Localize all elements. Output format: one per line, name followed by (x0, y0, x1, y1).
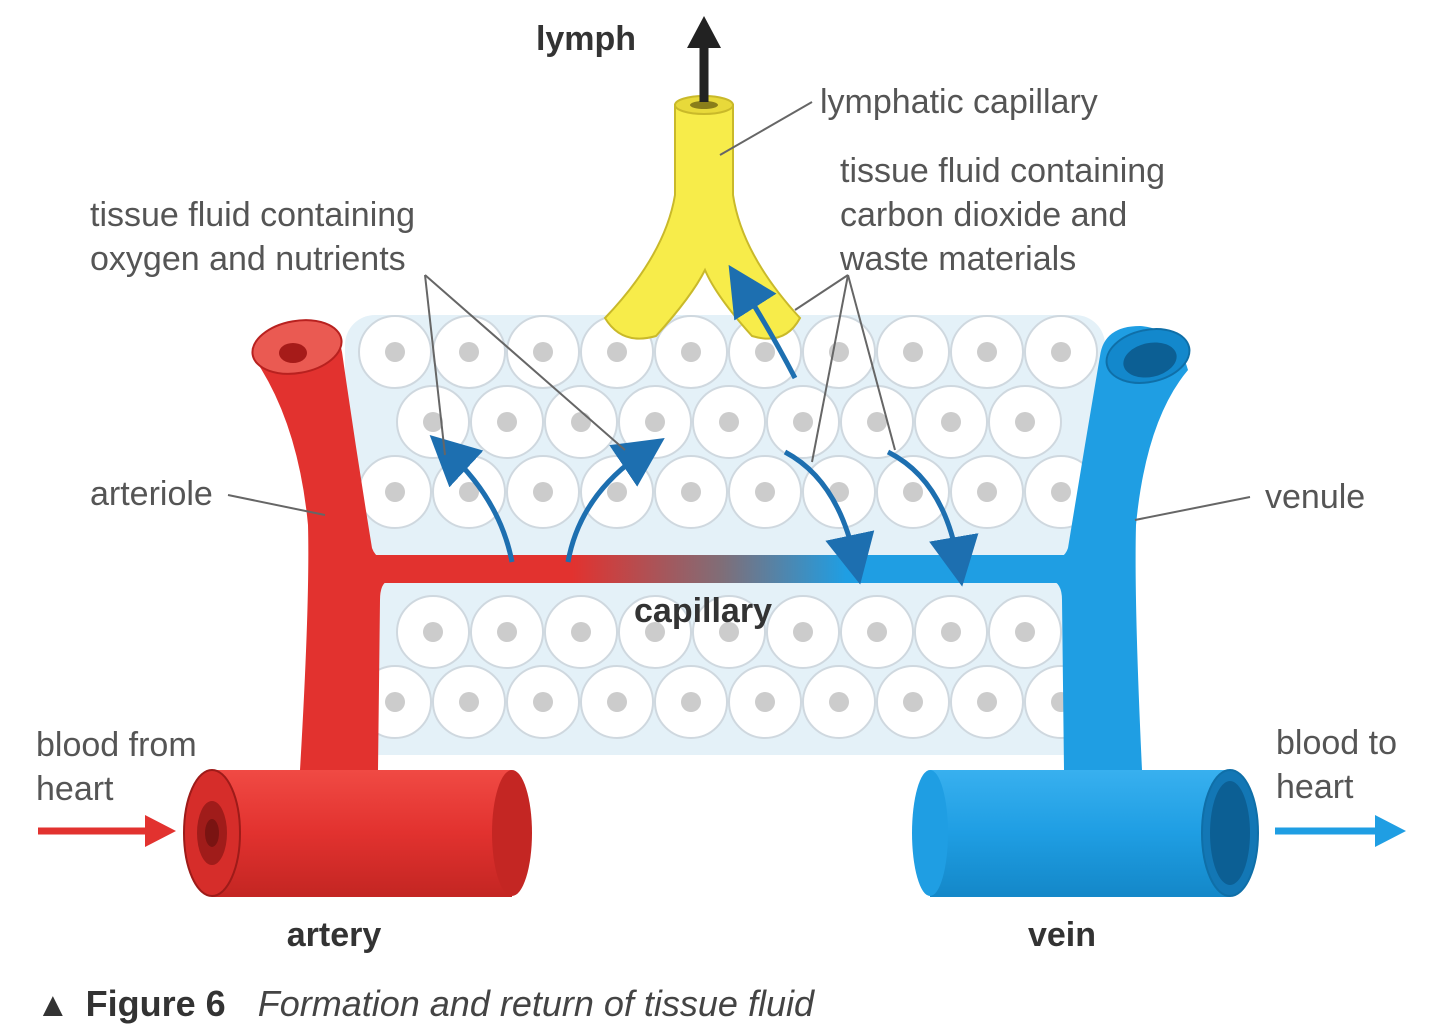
cell-nucleus (681, 482, 701, 502)
arteriole-vessel (252, 322, 390, 770)
caption-text: Formation and return of tissue fluid (258, 983, 815, 1024)
arteriole-label: arteriole (90, 475, 213, 513)
lymphatic-capillary (603, 95, 802, 340)
cell-nucleus (1051, 342, 1071, 362)
tissue-fluid-in-label-line1: tissue fluid containing (840, 152, 1165, 190)
cell-nucleus (941, 622, 961, 642)
capillary-vessel (370, 555, 1070, 583)
vein-vessel (912, 769, 1259, 897)
fluid-in-arrow-2 (886, 449, 979, 587)
cell-nucleus (793, 622, 813, 642)
cell-nucleus (423, 622, 443, 642)
cell-nucleus (829, 692, 849, 712)
fluid-out-arrow-1 (429, 435, 515, 563)
cell-nucleus (423, 412, 443, 432)
blood-out-arrow (1275, 815, 1406, 847)
capillary-label: capillary (634, 592, 772, 630)
blood-from-heart-label-line2: heart (36, 770, 114, 808)
cell-nucleus (607, 482, 627, 502)
fluid-to-lymph-arrow (728, 264, 798, 380)
cell-nucleus (681, 692, 701, 712)
lymphatic-capillary-label: lymphatic capillary (820, 83, 1098, 121)
cell-nucleus (719, 412, 739, 432)
caption-figure-number: Figure 6 (86, 983, 226, 1024)
cell-nucleus (533, 482, 553, 502)
cell-nucleus (793, 412, 813, 432)
cell-nucleus (645, 412, 665, 432)
cell-nucleus (941, 412, 961, 432)
cell-nucleus (571, 412, 591, 432)
lymph-label: lymph (536, 20, 636, 58)
cell-nucleus (607, 342, 627, 362)
fluid-out-arrow-2 (565, 438, 665, 563)
blood-in-arrow (38, 815, 176, 847)
cell-nucleus (719, 622, 739, 642)
cell-nucleus (977, 692, 997, 712)
cell-nucleus (977, 342, 997, 362)
cell-nucleus (385, 692, 405, 712)
venule-vessel (1050, 326, 1188, 770)
cell-nucleus (755, 342, 775, 362)
tissue-fluid-out-label-line2: oxygen and nutrients (90, 240, 406, 278)
cell-nucleus (645, 622, 665, 642)
artery-label: artery (287, 916, 382, 954)
cell-nucleus (977, 482, 997, 502)
tissue-cells (358, 315, 1098, 739)
cell-nucleus (903, 482, 923, 502)
cell-nucleus (903, 692, 923, 712)
fluid-in-arrow-1 (783, 449, 875, 585)
cell-nucleus (571, 622, 591, 642)
vein-label: vein (1028, 916, 1096, 954)
cell-nucleus (1015, 622, 1035, 642)
cell-nucleus (459, 692, 479, 712)
cell-nucleus (755, 482, 775, 502)
cell-nucleus (385, 482, 405, 502)
cell-nucleus (497, 622, 517, 642)
cell-nucleus (867, 622, 887, 642)
cell-nucleus (1051, 482, 1071, 502)
cell-nucleus (607, 692, 627, 712)
lymph-flow-arrow (687, 16, 721, 102)
tissue-fluid-in-label-line3: waste materials (839, 240, 1076, 278)
cell-nucleus (681, 342, 701, 362)
cell-nucleus (533, 342, 553, 362)
tissue-fluid-out-label-line1: tissue fluid containing (90, 196, 415, 234)
artery-vessel (183, 769, 532, 897)
blood-to-heart-label-line1: blood to (1276, 724, 1397, 762)
cell-nucleus (459, 342, 479, 362)
cell-nucleus (903, 342, 923, 362)
cell-nucleus (497, 412, 517, 432)
cell-nucleus (385, 342, 405, 362)
venule-label: venule (1265, 478, 1365, 516)
blood-to-heart-label-line2: heart (1276, 768, 1354, 806)
caption-marker: ▲ (36, 986, 70, 1024)
tissue-fluid-in-label-line2: carbon dioxide and (840, 196, 1127, 234)
blood-from-heart-label-line1: blood from (36, 726, 197, 764)
cell-nucleus (867, 412, 887, 432)
figure-caption: ▲ Figure 6 Formation and return of tissu… (36, 983, 815, 1024)
cell-nucleus (533, 692, 553, 712)
cell-nucleus (755, 692, 775, 712)
cell-nucleus (1015, 412, 1035, 432)
